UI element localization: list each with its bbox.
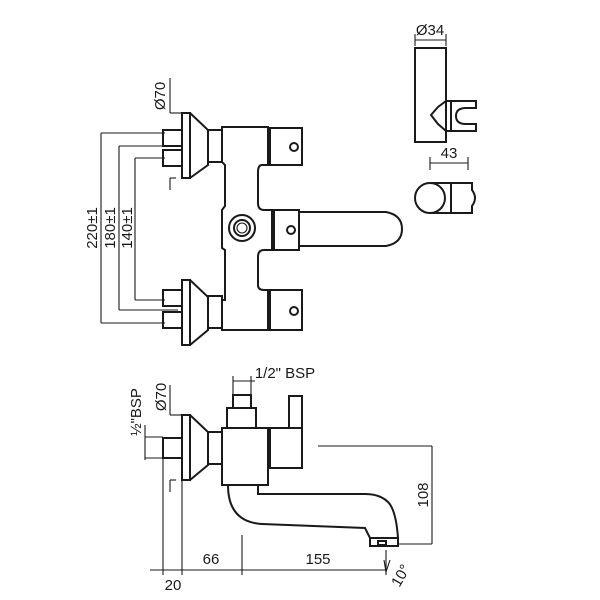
dim-155-label: 155: [305, 551, 330, 568]
inlet-side-bsp-label: ½"BSP: [128, 388, 145, 436]
side-inlet: [162, 414, 223, 481]
dim-height-108-label: 108: [415, 482, 432, 507]
holder-width-label: 43: [441, 145, 458, 162]
spout: [227, 484, 400, 539]
side-flange-label: Ø70: [153, 383, 170, 411]
top-dimension-lines: [100, 78, 182, 324]
dim-180-label: 180±1: [102, 207, 119, 249]
side-view-mixer: 1/2" BSP ½"BSP Ø70 108 20 66 155 10°: [128, 365, 433, 594]
spout-outlet: [369, 537, 399, 547]
holder-side-view: [414, 47, 477, 143]
upper-inlet: [162, 112, 223, 179]
dim-140-label: 140±1: [119, 207, 136, 249]
top-view-mixer: 220±1 180±1 140±1 Ø70: [84, 78, 404, 346]
control-blocks: [267, 127, 303, 331]
diverter-knob-outer: [228, 214, 256, 242]
dim-66-label: 66: [203, 551, 220, 568]
dim-angle-label: 10°: [388, 562, 414, 590]
lever-handle: [299, 211, 404, 247]
dim-20-label: 20: [165, 577, 182, 594]
side-dimension-lines: [144, 376, 433, 575]
diverter-knob-inner: [233, 219, 251, 237]
shower-holder: Ø34 43: [414, 22, 477, 214]
lower-inlet: [162, 279, 223, 346]
holder-diameter-label: Ø34: [416, 22, 444, 39]
dim-220-label: 220±1: [84, 207, 101, 249]
dim-flange-label: Ø70: [152, 82, 169, 110]
inlet-top-bsp-label: 1/2" BSP: [255, 365, 315, 382]
holder-top-view: [414, 182, 476, 214]
side-body: [221, 394, 303, 486]
holder-dimension-lines: [414, 34, 469, 170]
